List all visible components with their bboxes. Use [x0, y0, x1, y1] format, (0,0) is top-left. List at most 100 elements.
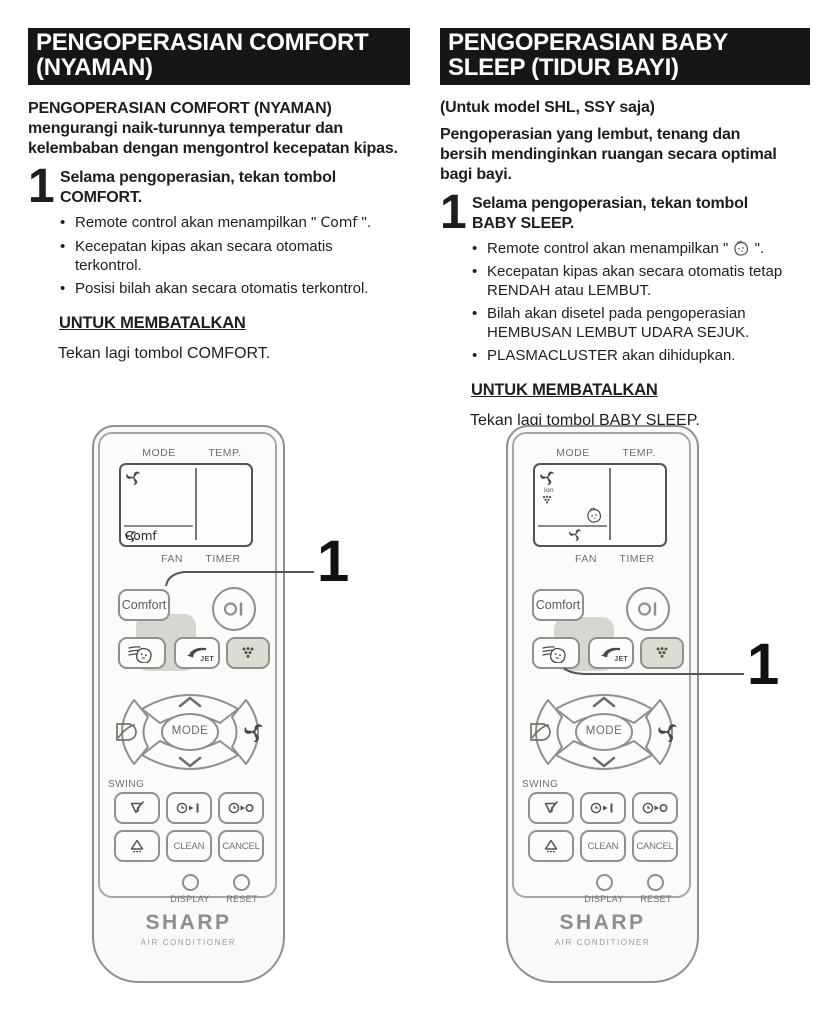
lcd-comf-text: Comf [320, 215, 358, 231]
remote-control-illustration-comfort: MODE TEMP. Comf FAN TIMER Comfort JET MO… [92, 425, 285, 983]
bullet-dot: • [472, 347, 478, 364]
timer-on-button [580, 792, 626, 824]
jet-button: JET [174, 637, 220, 669]
fan-swirl-icon [126, 470, 141, 485]
list-item: • Remote control akan menampilkan " ". [472, 239, 810, 258]
bullet-text: Kecepatan kipas akan secara otomatis tet… [487, 263, 783, 299]
bullet-dot: • [60, 214, 66, 231]
swing-label: SWING [108, 779, 145, 790]
cancel-text: Tekan lagi tombol BABY SLEEP. [470, 412, 700, 429]
bullet-dot: • [472, 240, 478, 257]
list-item: • PLASMACLUSTER akan dihidupkan. [472, 346, 810, 365]
lcd-mode-label: MODE [556, 447, 590, 459]
bullet-dot: • [60, 238, 66, 255]
section-title-line2: SLEEP (TIDUR BAYI) [448, 54, 679, 81]
lcd-fan-label: FAN [575, 553, 597, 565]
clean-button: CLEAN [580, 830, 626, 862]
intro-paragraph: PENGOPERASIAN COMFORT (NYAMAN) mengurang… [28, 100, 398, 157]
list-item: • Remote control akan menampilkan " Comf… [60, 213, 410, 233]
intro-paragraph: Pengoperasian yang lembut, tenang dan be… [440, 126, 777, 183]
section-title-line1: PENGOPERASIAN COMFORT [36, 29, 369, 56]
comfort-button: Comfort [532, 589, 584, 621]
remote-lcd-display: Comf [119, 463, 253, 547]
display-label: DISPLAY [584, 894, 624, 904]
reset-label: RESET [640, 894, 672, 904]
bullet-list: • Remote control akan menampilkan " ". •… [472, 239, 810, 365]
step-number: 1 [440, 186, 467, 239]
reset-button [647, 874, 664, 891]
baby-sleep-icon [127, 643, 157, 663]
timer-off-button [218, 792, 264, 824]
baby-face-icon [732, 239, 750, 257]
reset-label: RESET [226, 894, 258, 904]
cancel-heading: UNTUK MEMBATALKAN [59, 314, 246, 332]
list-item: • Bilah akan disetel pada pengoperasian … [472, 304, 810, 342]
lcd-fan-line [124, 525, 193, 527]
swing-vertical-icon [542, 799, 560, 817]
section-baby-sleep: PENGOPERASIAN BABY SLEEP (TIDUR BAYI) (U… [440, 28, 810, 1018]
lcd-fan-label: FAN [161, 553, 183, 565]
section-title-line1: PENGOPERASIAN BABY [448, 29, 728, 56]
lcd-divider [195, 468, 197, 540]
reset-button [233, 874, 250, 891]
timer-off-icon [228, 801, 254, 815]
lcd-comf-indicator: Comf [125, 529, 157, 543]
fan-swirl-icon [540, 470, 555, 485]
display-button [182, 874, 199, 891]
clean-button: CLEAN [166, 830, 212, 862]
baby-sleep-button [532, 637, 580, 669]
swing-horizontal-icon [128, 837, 146, 855]
lcd-timer-label: TIMER [619, 553, 655, 565]
comfort-button: Comfort [118, 589, 170, 621]
section-title-comfort: PENGOPERASIAN COMFORT (NYAMAN) [28, 28, 410, 85]
model-note: (Untuk model SHL, SSY saja) [440, 99, 655, 116]
jet-button: JET [588, 637, 634, 669]
bullet-text: Remote control akan menampilkan " Comf "… [75, 214, 372, 231]
bullet-dot: • [472, 263, 478, 280]
section-title-baby-sleep: PENGOPERASIAN BABY SLEEP (TIDUR BAYI) [440, 28, 810, 85]
timer-on-button [166, 792, 212, 824]
baby-sleep-icon [541, 643, 571, 663]
cancel-button: CANCEL [218, 830, 264, 862]
cancel-heading: UNTUK MEMBATALKAN [471, 381, 658, 399]
power-button [626, 587, 670, 631]
list-item: • Kecepatan kipas akan secara otomatis t… [472, 262, 810, 300]
display-label: DISPLAY [170, 894, 210, 904]
power-icon [221, 598, 248, 620]
plasmacluster-button [640, 637, 684, 669]
timer-off-icon [642, 801, 668, 815]
display-button [596, 874, 613, 891]
timer-off-button [632, 792, 678, 824]
brand-logo: SHARP [559, 911, 646, 934]
callout-number: 1 [747, 632, 780, 697]
list-item: • Posisi bilah akan secara otomatis terk… [60, 279, 410, 298]
step-1: 1 Selama pengoperasian, tekan tombol COM… [28, 160, 410, 213]
lcd-mode-label: MODE [142, 447, 176, 459]
step-instruction: Selama pengoperasian, tekan tombol BABY … [472, 195, 748, 232]
cancel-text: Tekan lagi tombol COMFORT. [58, 345, 271, 362]
callout-number: 1 [317, 529, 350, 594]
swing-horizontal-button [114, 830, 160, 862]
mode-button: MODE [171, 725, 209, 737]
bullet-text: Kecepatan kipas akan secara otomatis ter… [75, 238, 333, 274]
fan-swirl-icon [569, 528, 582, 541]
remote-control-illustration-baby-sleep: MODE TEMP. Ion FAN TIMER Comfort JET MOD… [506, 425, 699, 983]
step-number: 1 [28, 160, 55, 213]
lcd-ion-label: Ion [544, 487, 554, 494]
swing-vertical-button [528, 792, 574, 824]
bullet-text: Posisi bilah akan secara otomatis terkon… [75, 280, 369, 297]
swing-horizontal-button [528, 830, 574, 862]
swing-label: SWING [522, 779, 559, 790]
plasmacluster-icon [240, 645, 256, 661]
power-button [212, 587, 256, 631]
timer-on-icon [590, 801, 616, 815]
bullet-dot: • [60, 280, 66, 297]
brand-logo: SHARP [145, 911, 232, 934]
lcd-temp-label: TEMP. [622, 447, 656, 459]
step-1: 1 Selama pengoperasian, tekan tombol BAB… [440, 186, 810, 239]
section-comfort: PENGOPERASIAN COMFORT (NYAMAN) PENGOPERA… [28, 28, 410, 1018]
bullet-list: • Remote control akan menampilkan " Comf… [60, 213, 410, 298]
bullet-text: Bilah akan disetel pada pengoperasian HE… [487, 305, 750, 341]
list-item: • Kecepatan kipas akan secara otomatis t… [60, 237, 410, 275]
